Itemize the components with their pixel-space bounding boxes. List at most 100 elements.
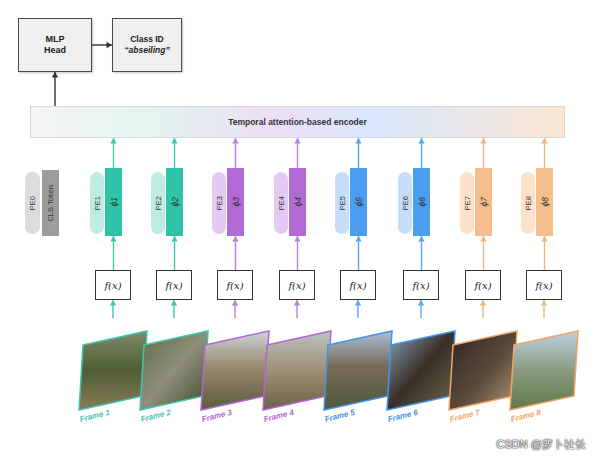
node-label: PE8 (524, 196, 533, 210)
arrow-connector (110, 138, 116, 168)
position-embedding: PE5 (335, 172, 349, 234)
node-label: ϕ6 (417, 197, 427, 206)
arrow-connector (541, 300, 547, 318)
output-box: Class ID“abseiling” (112, 18, 182, 72)
video-frame: Frame 2 (138, 318, 210, 430)
arrow-connector (355, 236, 361, 270)
arrow-connector (480, 236, 486, 270)
arrow-connector (232, 236, 238, 270)
node-label: f(x) (288, 280, 305, 291)
arrow-connector (294, 236, 300, 270)
position-embedding: PE4 (274, 172, 288, 234)
frame-embedding: ϕ6 (413, 168, 430, 236)
node-label: Frame 4 (263, 408, 295, 424)
watermark: CSDN @萝卜社长 (497, 437, 586, 452)
node-label: “abseiling” (124, 45, 169, 56)
node-label: ϕ4 (293, 197, 303, 206)
node-label: PE6 (401, 196, 410, 210)
frame-embedding: ϕ4 (289, 168, 306, 236)
function-box: f(x) (526, 270, 562, 300)
node-label: PE0 (28, 196, 37, 210)
position-embedding: PE7 (460, 172, 474, 234)
node-label: f(x) (165, 280, 182, 291)
node-label: MLP Head (40, 34, 70, 56)
position-embedding: PE0 (25, 172, 40, 234)
node-label: PE5 (338, 196, 347, 210)
video-frame: Frame 3 (199, 318, 271, 430)
cls-token: CLS Token (42, 170, 59, 236)
node-label: ϕ8 (540, 197, 550, 206)
frame-photo (510, 331, 578, 410)
node-label: PE1 (93, 196, 102, 210)
node-label: Frame 2 (140, 408, 172, 424)
frame-photo (449, 331, 517, 410)
position-embedding: PE8 (521, 172, 535, 234)
node-label: ϕ1 (109, 197, 119, 206)
arrow-connector (480, 300, 486, 318)
node-label: Frame 8 (510, 408, 542, 424)
video-frame: Frame 1 (77, 318, 149, 430)
arrow-connector (355, 300, 361, 318)
node-label: Frame 5 (324, 408, 356, 424)
position-embedding: PE3 (212, 172, 226, 234)
arrow-connector (232, 138, 238, 168)
arrow-connector (294, 138, 300, 168)
node-label: ϕ2 (170, 197, 180, 206)
arrow-connector (541, 138, 547, 168)
video-frame: Frame 8 (508, 318, 580, 430)
position-embedding: PE6 (398, 172, 412, 234)
process-box: MLP Head (18, 18, 92, 72)
node-label: ϕ7 (479, 197, 489, 206)
encoder-band: Temporal attention-based encoder (30, 106, 565, 138)
frame-photo (387, 331, 455, 410)
node-label: Frame 1 (79, 408, 111, 424)
arrow-connector (541, 236, 547, 270)
node-label: f(x) (104, 280, 121, 291)
frame-embedding: ϕ2 (166, 168, 183, 236)
function-box: f(x) (340, 270, 376, 300)
node-label: PE3 (215, 196, 224, 210)
arrow-connector (418, 138, 424, 168)
function-box: f(x) (403, 270, 439, 300)
function-box: f(x) (95, 270, 131, 300)
frame-embedding: ϕ7 (475, 168, 492, 236)
frame-photo (201, 331, 269, 410)
node-label: f(x) (412, 280, 429, 291)
node-label: Class ID (130, 34, 164, 45)
frame-photo (79, 331, 147, 410)
arrow-connector (171, 300, 177, 318)
function-box: f(x) (156, 270, 192, 300)
arrow-connector (110, 236, 116, 270)
node-label: f(x) (474, 280, 491, 291)
node-label: f(x) (349, 280, 366, 291)
node-label: f(x) (226, 280, 243, 291)
arrow-connector (92, 42, 112, 48)
frame-embedding: ϕ3 (227, 168, 244, 236)
function-box: f(x) (465, 270, 501, 300)
video-frame: Frame 7 (447, 318, 519, 430)
arrow-connector (294, 300, 300, 318)
arrow-connector (480, 138, 486, 168)
function-box: f(x) (217, 270, 253, 300)
frame-photo (324, 331, 392, 410)
node-label: PE2 (154, 196, 163, 210)
frame-embedding: ϕ8 (536, 168, 553, 236)
node-label: ϕ5 (354, 197, 364, 206)
frame-embedding: ϕ5 (350, 168, 367, 236)
frame-photo (140, 331, 208, 410)
function-box: f(x) (279, 270, 315, 300)
node-label: PE7 (463, 196, 472, 210)
node-label: Frame 6 (387, 408, 419, 424)
arrow-connector (355, 138, 361, 168)
position-embedding: PE1 (90, 172, 104, 234)
arrow-connector (418, 236, 424, 270)
arrow-connector (52, 72, 58, 106)
node-label: Frame 3 (201, 408, 233, 424)
arrow-connector (232, 300, 238, 318)
arrow-connector (418, 300, 424, 318)
node-label: PE4 (277, 196, 286, 210)
arrow-connector (171, 236, 177, 270)
frame-photo (263, 331, 331, 410)
